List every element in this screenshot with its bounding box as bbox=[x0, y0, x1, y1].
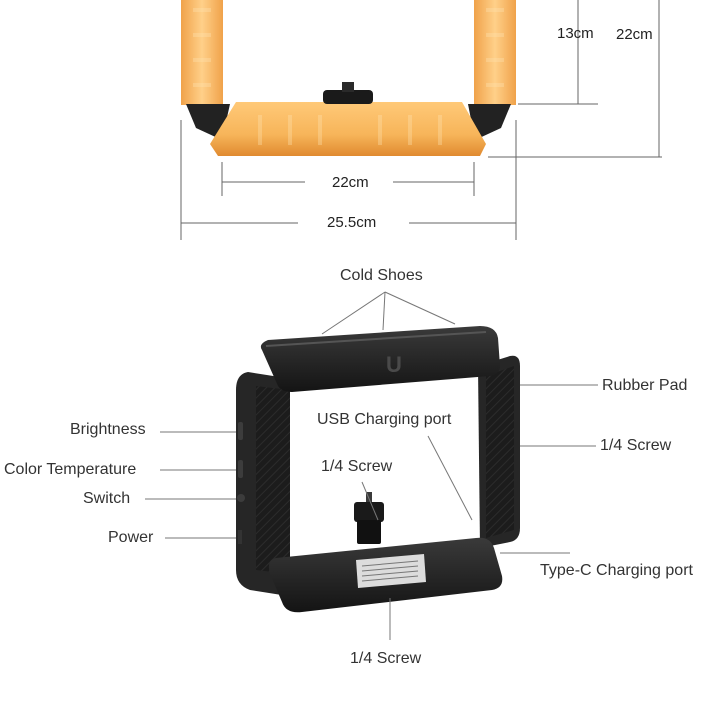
label-type-c-port: Type-C Charging port bbox=[540, 562, 693, 579]
right-light-bar bbox=[474, 0, 516, 105]
dimension-lines bbox=[180, 0, 662, 240]
dimension-outer-width: 25.5cm bbox=[327, 214, 377, 231]
label-color-temperature: Color Temperature bbox=[4, 461, 137, 478]
bottom-light-bar bbox=[210, 102, 486, 156]
side-buttons bbox=[237, 422, 245, 544]
left-rubber-pad bbox=[256, 386, 290, 574]
light-top-view bbox=[181, 0, 516, 156]
switch-button bbox=[237, 494, 245, 502]
label-screw-bottom: 1/4 Screw bbox=[350, 650, 422, 667]
color-temperature-button bbox=[238, 460, 243, 478]
logo-mark: U bbox=[386, 352, 402, 377]
cold-shoe-rail bbox=[265, 331, 487, 347]
dimension-outer-height: 22cm bbox=[616, 26, 653, 43]
label-brightness: Brightness bbox=[70, 421, 146, 438]
label-rubber-pad: Rubber Pad bbox=[602, 377, 688, 394]
top-bar bbox=[260, 326, 500, 392]
dimension-inner-width: 22cm bbox=[332, 174, 369, 191]
led-segments bbox=[193, 8, 504, 145]
right-corner-joint bbox=[468, 104, 511, 140]
power-indicator bbox=[238, 530, 242, 544]
spec-label bbox=[356, 554, 426, 588]
label-cold-shoes: Cold Shoes bbox=[340, 267, 423, 284]
right-rubber-pad bbox=[486, 366, 514, 538]
dimension-inner-height: 13cm bbox=[557, 25, 594, 42]
top-screw-icon bbox=[323, 82, 373, 104]
left-light-bar bbox=[181, 0, 223, 105]
callout-lines bbox=[145, 291, 598, 640]
light-device: U bbox=[236, 326, 520, 613]
label-switch: Switch bbox=[83, 490, 131, 507]
brightness-button bbox=[238, 422, 243, 440]
label-screw-center: 1/4 Screw bbox=[321, 458, 393, 475]
label-usb-charging-port: USB Charging port bbox=[317, 411, 452, 428]
label-power: Power bbox=[108, 529, 154, 546]
label-screw-right: 1/4 Screw bbox=[600, 437, 672, 454]
